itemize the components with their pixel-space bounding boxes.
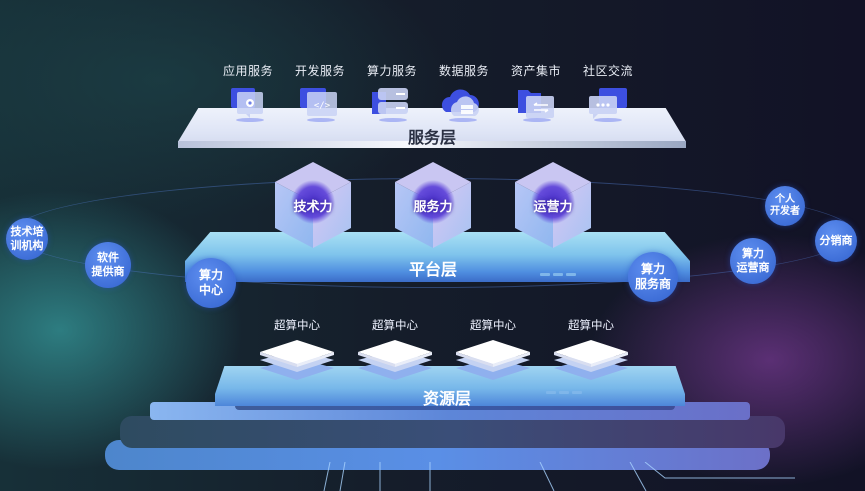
server-stack-tile-icon [554,340,628,380]
server-stack-tile-icon [260,340,334,380]
indicator-dash [540,273,550,276]
indicator-dash [546,391,556,394]
code-window-icon: </> [300,88,337,122]
role-compute-service-provider: 算力 服务商 [628,252,678,302]
service-label-assets: 资产集市 [510,64,561,78]
circuit-lines [323,462,795,491]
service-layer-title: 服务层 [407,128,456,147]
capability-label: 服务力 [413,200,453,215]
chat-bubble-icon [589,88,627,122]
role-individual-developer: 个人 开发者 [765,186,805,226]
server-stack-icon [372,88,408,122]
role-label: 软件 提供商 [91,251,125,278]
capability-cube-tech: 技术力 [271,160,355,250]
folder-transfer-icon [518,90,554,122]
service-label-dev: 开发服务 [294,64,345,78]
glass-cube-icon [515,162,591,248]
glass-cube-icon [395,162,471,248]
service-label-app: 应用服务 [222,64,273,78]
role-label: 算力 服务商 [634,262,671,291]
server-stack-tile-icon [358,340,432,380]
indicator-dash [566,273,576,276]
monitor-gear-icon [231,88,264,122]
role-training-institution: 技术培 训机构 [6,218,48,260]
capability-label: 运营力 [533,200,573,215]
server-stack-tile-icon [456,340,530,380]
indicator-dash [553,273,563,276]
base-tier-middle [120,416,785,448]
capability-cube-ops: 运营力 [511,160,595,250]
capability-cube-service: 服务力 [391,160,475,250]
cloud-database-icon [441,89,479,122]
service-label-compute: 算力服务 [366,64,417,78]
role-compute-center: 算力 中心 [186,258,236,308]
role-label: 算力 运营商 [736,247,770,274]
capability-label: 技术力 [293,200,333,215]
service-label-data: 数据服务 [438,64,489,78]
indicator-dash [572,391,582,394]
service-label-community: 社区交流 [582,64,633,78]
role-label: 个人 开发者 [770,193,800,218]
glass-cube-icon [275,162,351,248]
resource-label: 超算中心 [568,318,614,332]
resource-label: 超算中心 [372,318,418,332]
indicator-dash [559,391,569,394]
role-compute-operator: 算力 运营商 [730,238,776,284]
resource-label: 超算中心 [470,318,516,332]
role-label: 技术培 训机构 [10,225,44,252]
resource-layer-title: 资源层 [422,389,471,408]
role-label: 算力 中心 [198,268,223,297]
role-distributor: 分销商 [815,220,857,262]
service-layer-edge [178,141,686,148]
role-label: 分销商 [819,234,853,248]
role-software-provider: 软件 提供商 [85,242,131,288]
resource-label: 超算中心 [274,318,320,332]
svg-text:</>: </> [314,101,331,111]
platform-layer-title: 平台层 [408,260,457,279]
